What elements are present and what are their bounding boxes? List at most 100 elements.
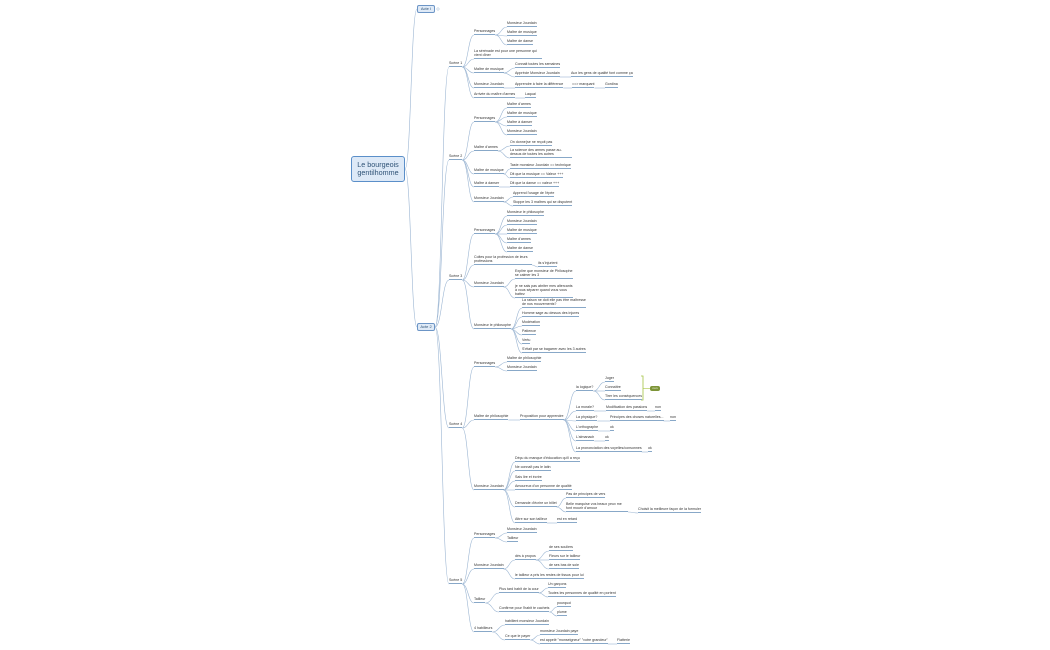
s3-char-5[interactable]: Maître de danse: [507, 246, 533, 252]
s3-char-3[interactable]: Maître de musique: [507, 228, 537, 234]
s1-char-1[interactable]: Monsieur Jourdain: [507, 21, 537, 27]
s4-mj-item-3[interactable]: Sais lire et écrire: [515, 475, 542, 481]
s5-propos[interactable]: dès à propos: [515, 554, 536, 560]
s2-maitre-musique[interactable]: Maître de musique: [474, 168, 504, 174]
s1-mm-note[interactable]: Aux les gens de qualité font comme ça: [571, 71, 633, 77]
s4-tailleur[interactable]: Attre sur son tailleur: [515, 517, 547, 523]
s5-propos-item-1[interactable]: de ses souliers: [549, 545, 573, 551]
s4-morale-val[interactable]: Modification des passions: [606, 405, 648, 411]
s5-habillent[interactable]: habillent monsieur Jourdain: [505, 619, 549, 625]
s3-personnages[interactable]: Personnages: [474, 228, 496, 234]
act-2-node[interactable]: Acte 2: [417, 323, 435, 331]
s2-char-1[interactable]: Maître d'armes: [507, 102, 531, 108]
s3-char-4[interactable]: Maître d'armes: [507, 237, 531, 243]
s5-char-1[interactable]: Monsieur Jourdain: [507, 527, 537, 533]
s5-plus-tard[interactable]: Plus tard habit de la cour: [499, 587, 539, 593]
s2-char-3[interactable]: Maître à danser: [507, 120, 533, 126]
s5-payer[interactable]: Ce que le payer: [505, 634, 531, 640]
s3-coltes[interactable]: Coltes pour la profession de leurs profe…: [474, 255, 532, 265]
s1-mm-item-2[interactable]: Apprécie Monsieur Jourdain: [515, 71, 560, 77]
act-1-node[interactable]: Acte I: [417, 5, 435, 13]
scene-2-node[interactable]: Scène 2: [449, 154, 463, 160]
s3-mp-item-2[interactable]: Homme sage au dessus des injures: [522, 311, 580, 317]
s5-plus-tard-item-1[interactable]: Un garçons: [548, 582, 567, 588]
s1-personnages[interactable]: Personnages: [474, 29, 496, 35]
s3-mj-item-1[interactable]: Explire que monsieur de Philosophe se ca…: [515, 269, 573, 279]
s5-propos-item-2[interactable]: Fleurs sur le tailleur: [549, 554, 581, 560]
s5-tailleur[interactable]: Tailleur: [474, 597, 486, 603]
s3-mp-item-5[interactable]: Vertu: [522, 338, 531, 344]
s4-billet-item-1[interactable]: Pas de principes de vers: [566, 492, 606, 498]
s3-coltes-val[interactable]: ils s'injurient: [538, 261, 558, 267]
s3-mp-item-6[interactable]: S'était par se bagarrer avec les 3 autre…: [522, 347, 586, 353]
s4-ortho[interactable]: L'orthographe: [576, 425, 599, 431]
s4-prononc[interactable]: La prononciation des voyelles/consonnes: [576, 446, 642, 452]
s5-payer-item-2[interactable]: est appelé "monseigneur" "votre grandeur…: [540, 638, 608, 644]
s2-monsieur-jourdain[interactable]: Monsieur Jourdain: [474, 196, 504, 202]
s4-proposition[interactable]: Proposition pour apprendre: [520, 414, 564, 420]
s4-billet-item-2[interactable]: Belle marquise vos beaux yeux me font mo…: [566, 502, 628, 512]
s4-billet-end[interactable]: Choisit la meilleure façon de la formule…: [638, 507, 702, 513]
s1-char-3[interactable]: Maître de danse: [507, 39, 533, 45]
s4-mj-item-2[interactable]: Ne connaît pas le latin: [515, 465, 551, 471]
s4-personnages[interactable]: Personnages: [474, 361, 496, 367]
s4-logique-item-2[interactable]: Connaître: [605, 385, 621, 391]
s1-arrivee-val[interactable]: Laquai: [525, 92, 536, 98]
s5-habilleurs[interactable]: 4 habilleurs: [474, 626, 493, 632]
s2-char-4[interactable]: Monsieur Jourdain: [507, 129, 537, 135]
s3-mj-item-2[interactable]: je ne sais pas abriter mes altercants à …: [515, 284, 573, 298]
s2-mj-item-1[interactable]: Apprend l'usage de l'épée: [513, 191, 555, 197]
s1-mj-arrow[interactable]: ==> marquant: [572, 82, 595, 88]
s3-mp-item-3[interactable]: Modération: [522, 320, 540, 326]
s1-mj-item[interactable]: Apprendre à faire la différence: [515, 82, 564, 88]
s3-char-1[interactable]: Monsieur le philosophe: [507, 210, 544, 216]
s4-prononc-val[interactable]: ok: [648, 446, 652, 452]
s4-physique-end[interactable]: non: [670, 415, 676, 421]
s3-monsieur-jourdain[interactable]: Monsieur Jourdain: [474, 281, 504, 287]
s5-confirme-item-2[interactable]: plume: [557, 610, 567, 616]
s5-propos-item-3[interactable]: de ses bas de soie: [549, 563, 579, 569]
s5-monsieur-jourdain[interactable]: Monsieur Jourdain: [474, 563, 504, 569]
s4-logique-tag[interactable]: non: [650, 386, 660, 391]
s4-logique-item-1[interactable]: Juger: [605, 376, 614, 382]
s4-ortho-val[interactable]: ok: [610, 425, 614, 431]
s1-arrivee[interactable]: Arrivée du maître d'armes: [474, 92, 516, 98]
s5-plus-tard-item-2[interactable]: Toutes les personnes de qualité en porte…: [548, 591, 616, 597]
s4-logique[interactable]: la logique?: [576, 385, 594, 391]
s4-almanach-val[interactable]: ok: [605, 435, 609, 441]
s4-physique-val[interactable]: Principes des choses naturelles...: [610, 415, 664, 421]
s4-mj-item-1[interactable]: Déçu du manque d'éducation qu'il a reçu: [515, 456, 580, 462]
s4-tailleur-val[interactable]: est en retard: [557, 517, 578, 523]
s3-mp-item-1[interactable]: La raison ne doit elle pas être maîtress…: [522, 298, 586, 308]
s5-payer-item-1[interactable]: monsieur Jourdain paye: [540, 629, 579, 635]
s2-mm-item-2[interactable]: Dit que la musique == Valeur +++: [510, 172, 564, 178]
s4-almanach[interactable]: L'almanach: [576, 435, 595, 441]
s4-maitre-philosophie[interactable]: Maître de philosophie: [474, 414, 509, 420]
s1-serenade[interactable]: La sérénade est pour une personne qui vi…: [474, 49, 542, 59]
s4-char-2[interactable]: Monsieur Jourdain: [507, 365, 537, 371]
scene-4-node[interactable]: Scène 4: [449, 422, 463, 428]
s5-payer-end[interactable]: Flatterie: [617, 638, 630, 644]
s2-ma-item-2[interactable]: La science des armes passe au-dessus de …: [510, 148, 572, 158]
root-node[interactable]: Le bourgeois gentilhomme: [351, 156, 405, 182]
s2-maitre-danser[interactable]: Maître à danser: [474, 181, 500, 187]
s2-maitre-armes[interactable]: Maître d'armes: [474, 145, 498, 151]
s3-monsieur-philosophe[interactable]: Monsieur le philosophe: [474, 323, 511, 329]
scene-1-node[interactable]: Scène 1: [449, 61, 463, 67]
s4-physique[interactable]: La physique?: [576, 415, 598, 421]
s5-confirme[interactable]: Confirme pour l'habit te cachets: [499, 606, 550, 612]
s2-personnages[interactable]: Personnages: [474, 116, 496, 122]
s1-mj-end[interactable]: Gordina: [605, 82, 618, 88]
s3-char-2[interactable]: Monsieur Jourdain: [507, 219, 537, 225]
s2-ma-item-1[interactable]: On donne(se ne reçoit pas: [510, 140, 553, 146]
s4-morale[interactable]: La morale?: [576, 405, 594, 411]
s2-md-item[interactable]: Dit que la danse == valeur +++: [510, 181, 560, 187]
s4-morale-end[interactable]: non: [655, 405, 661, 411]
s4-billet[interactable]: Demande d'écrire un billet: [515, 501, 557, 507]
s4-monsieur-jourdain[interactable]: Monsieur Jourdain: [474, 484, 504, 490]
scene-3-node[interactable]: Scène 3: [449, 274, 463, 280]
s5-char-2[interactable]: Tailleur: [507, 536, 519, 542]
s2-char-2[interactable]: Maître de musique: [507, 111, 537, 117]
s5-personnages[interactable]: Personnages: [474, 532, 496, 538]
s1-mm-item-1[interactable]: Connait toutes les semaines: [515, 62, 561, 68]
